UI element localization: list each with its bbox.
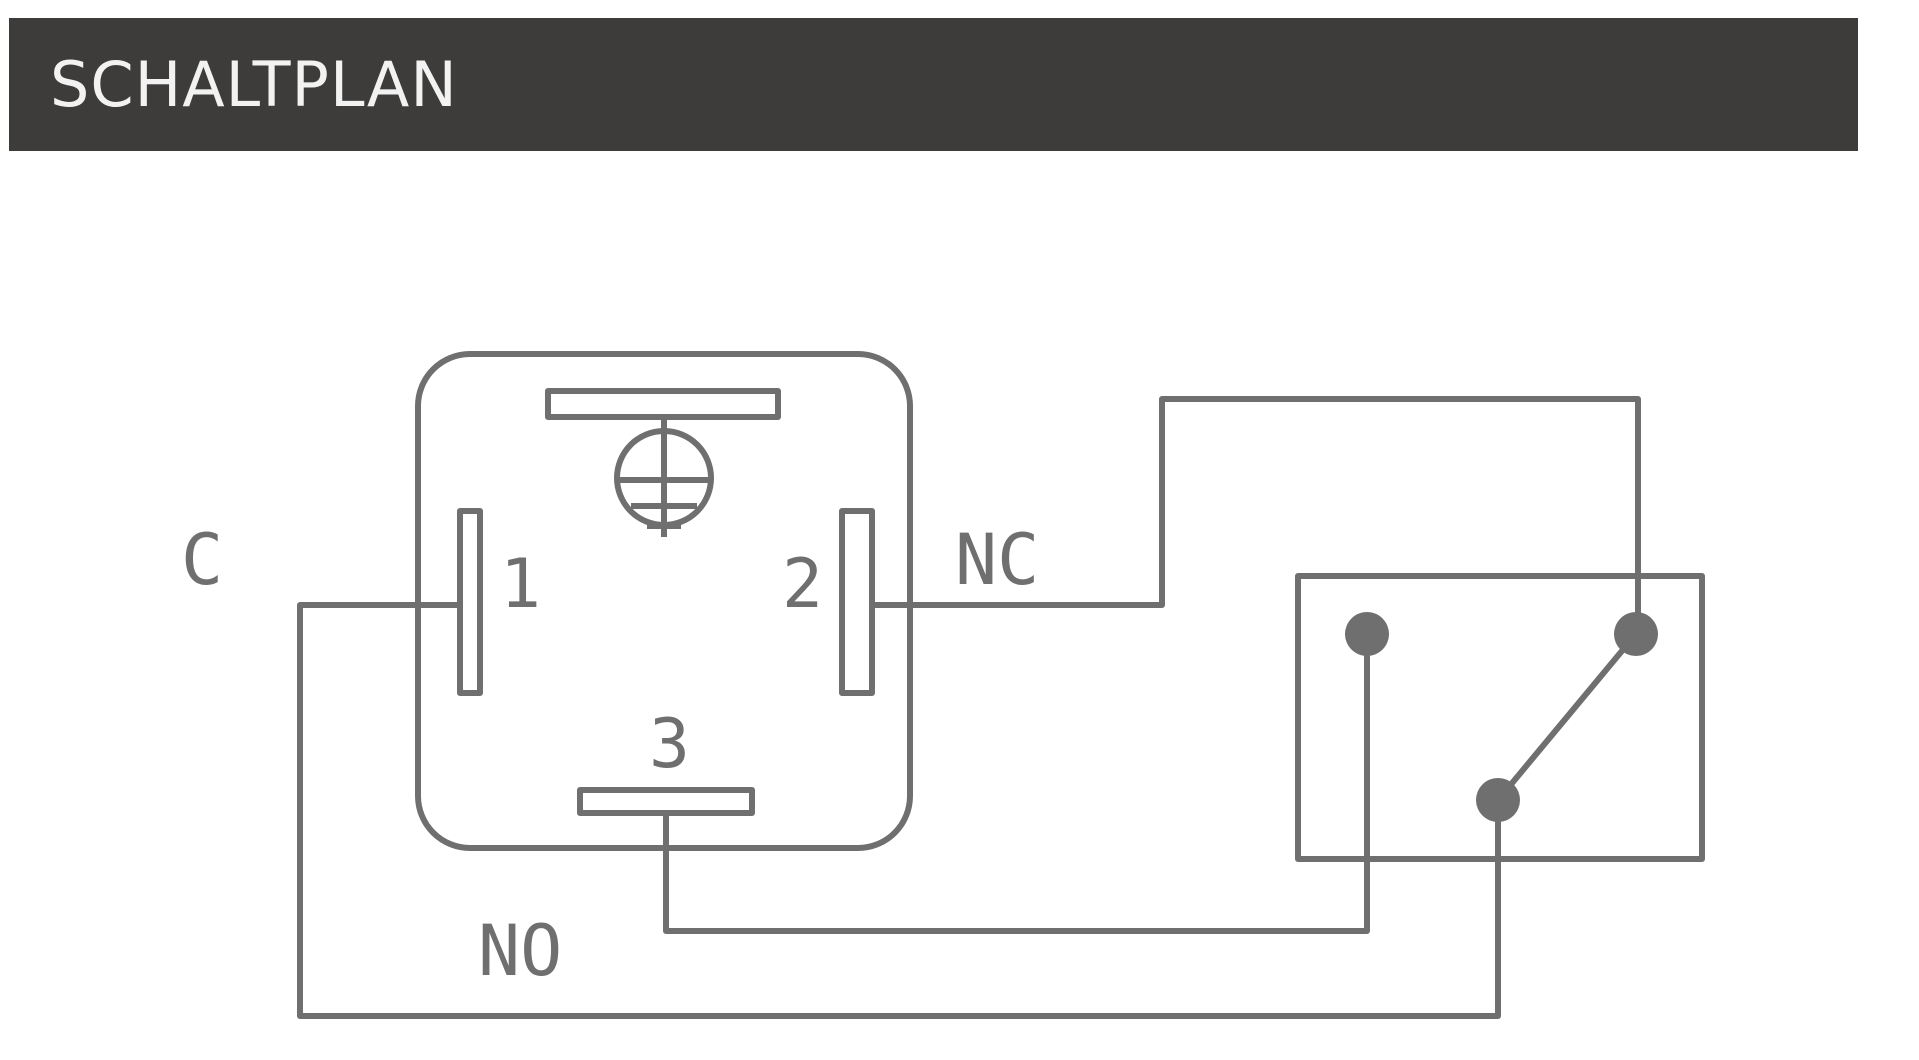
pin-3-contact: [577, 787, 755, 816]
switch-lever: [1493, 629, 1641, 805]
wire-nc: [869, 396, 1641, 635]
header-bar: SCHALTPLAN: [9, 18, 1858, 151]
switch-contact-nc: [1614, 612, 1658, 656]
terminal-label-nc: NC: [955, 519, 1039, 601]
ground-symbol: [614, 414, 714, 537]
switch-contact-no: [1345, 612, 1389, 656]
wire-c: [297, 602, 1501, 1019]
connector-top-contact: [545, 388, 781, 420]
page-title: SCHALTPLAN: [50, 48, 458, 121]
terminal-label-c: C: [181, 519, 223, 601]
terminal-label-no: NO: [478, 910, 562, 992]
pin-number-3: 3: [649, 705, 690, 784]
pin-number-1: 1: [500, 545, 541, 624]
switch-contact-common: [1476, 778, 1520, 822]
pin-number-2: 2: [782, 545, 823, 624]
wire-no: [663, 631, 1370, 934]
pin-2-contact: [839, 508, 875, 696]
